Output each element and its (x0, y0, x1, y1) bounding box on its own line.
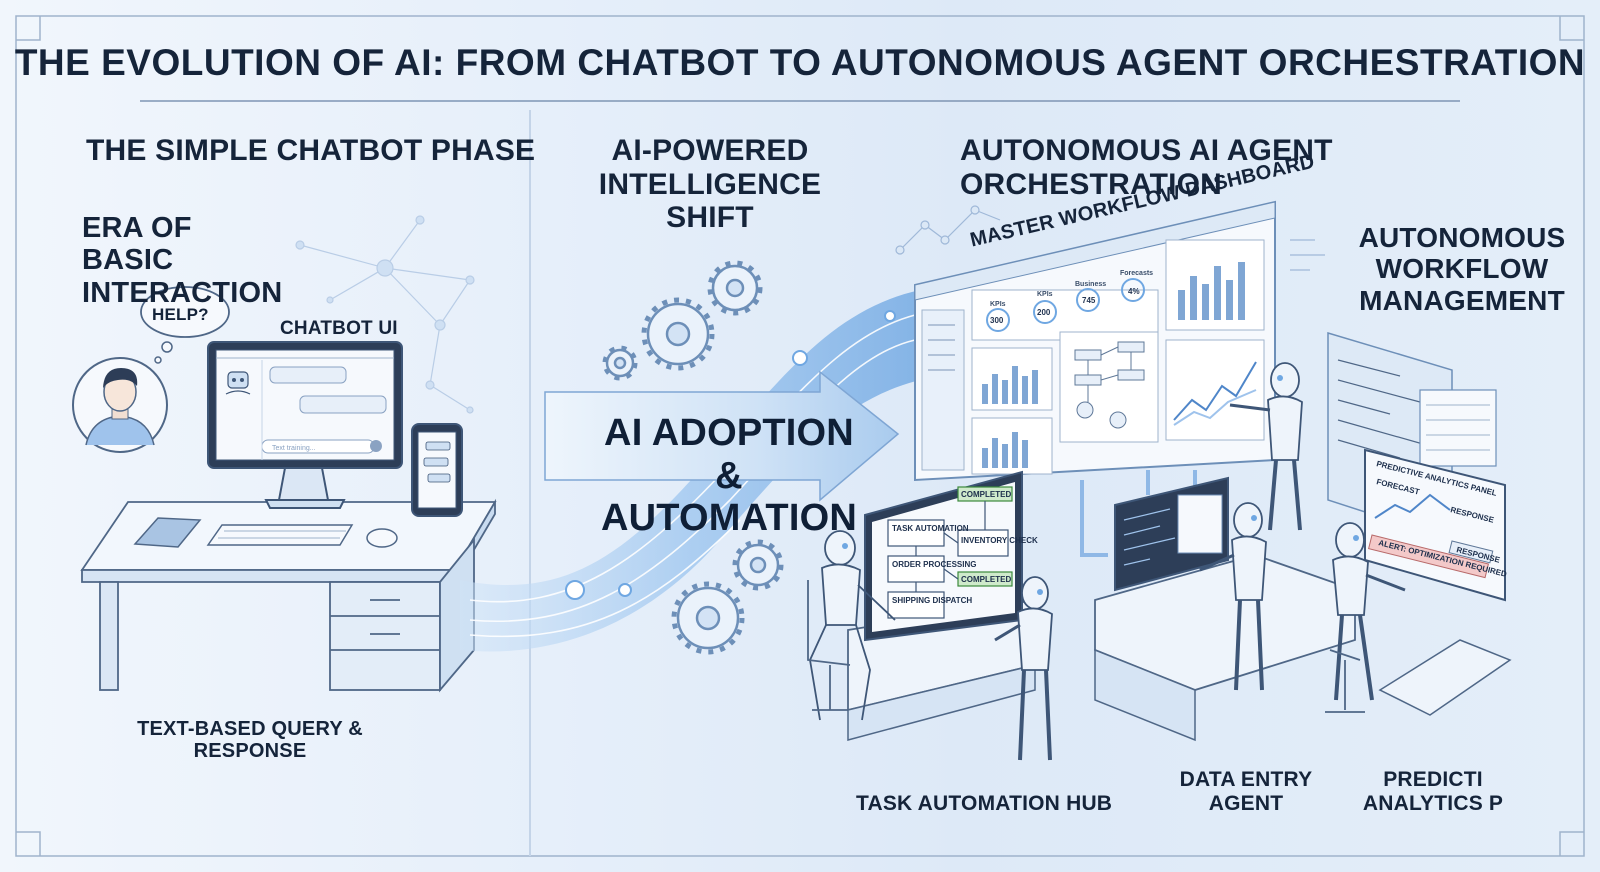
kpi-value: 745 (1082, 296, 1096, 305)
arrow-label: AI ADOPTION & AUTOMATION (600, 412, 857, 540)
kpi-label: Forecasts (1120, 270, 1153, 277)
gear-icon (605, 264, 780, 650)
network-graph (295, 215, 475, 414)
station-label-data-entry: DATA ENTRY AGENT (1179, 768, 1313, 815)
speech-bubble-icon (140, 286, 230, 364)
chat-input-placeholder: Text training... (272, 445, 316, 452)
bot-avatar-icon (225, 371, 251, 395)
workflow-management-label: AUTONOMOUS WORKFLOW MANAGEMENT (1358, 222, 1566, 316)
status-badge: COMPLETED (961, 490, 1011, 499)
kpi-rings (986, 278, 1145, 332)
predictive-panel (1364, 448, 1506, 602)
data-stream (460, 290, 920, 652)
robot-agent-icon (809, 362, 1406, 761)
line-chart-icon (1173, 361, 1257, 426)
flow-step: TASK AUTOMATION (892, 524, 969, 533)
kpi-label: KPIs (1037, 291, 1053, 298)
chair-icon (807, 580, 1365, 713)
station-label-hub: TASK AUTOMATION HUB (856, 792, 1113, 815)
chatbot-monitor (207, 341, 403, 509)
mouse-icon (366, 528, 398, 548)
page-title: THE EVOLUTION OF AI: FROM CHATBOT TO AUT… (14, 42, 1586, 83)
phone-icon (411, 423, 463, 517)
flow-step: INVENTORY CHECK (961, 536, 1038, 545)
gear-teeth (602, 260, 784, 655)
flow-step: SHIPPING DISPATCH (892, 596, 972, 605)
kpi-value: 300 (990, 316, 1004, 325)
era-subheading: ERA OF BASIC INTERACTION (82, 212, 283, 309)
kpi-value: 200 (1037, 308, 1051, 317)
section-heading-chatbot: THE SIMPLE CHATBOT PHASE (86, 134, 536, 167)
kpi-labels: KPIs 300 KPIs 200 Business 745 Forecasts… (990, 270, 1153, 325)
station-label-predictive: PREDICTI ANALYTICS P (1362, 768, 1504, 815)
speech-bubble-text: HELP? (152, 305, 209, 324)
kpi-label: KPIs (990, 301, 1006, 308)
network-graph-right (895, 205, 1325, 271)
chatbot-ui-label: CHATBOT UI (280, 318, 398, 339)
kpi-label: Business (1075, 281, 1106, 288)
keyboard-icon (206, 524, 354, 546)
kpi-value: 4% (1128, 287, 1140, 296)
notebook-icon (133, 517, 202, 548)
status-badge: COMPLETED (961, 575, 1011, 584)
master-dashboard: KPIs 300 KPIs 200 Business 745 Forecasts… (914, 200, 1276, 482)
user-avatar-icon (72, 357, 168, 453)
chatbot-caption: TEXT-BASED QUERY & RESPONSE (137, 718, 363, 763)
task-hub-station (847, 470, 1036, 741)
data-entry-station (1094, 476, 1512, 742)
adoption-arrow (544, 370, 900, 502)
robot-head-glow (842, 375, 1359, 595)
flowchart-icon (1074, 341, 1145, 429)
flow-step: ORDER PROCESSING (892, 560, 976, 569)
section-heading-shift: AI-POWERED INTELLIGENCE SHIFT (598, 134, 822, 235)
section-heading-orchestration: AUTONOMOUS AI AGENT ORCHESTRATION (960, 134, 1333, 201)
bar-chart-icon (982, 262, 1245, 468)
frame-border (15, 15, 1585, 857)
